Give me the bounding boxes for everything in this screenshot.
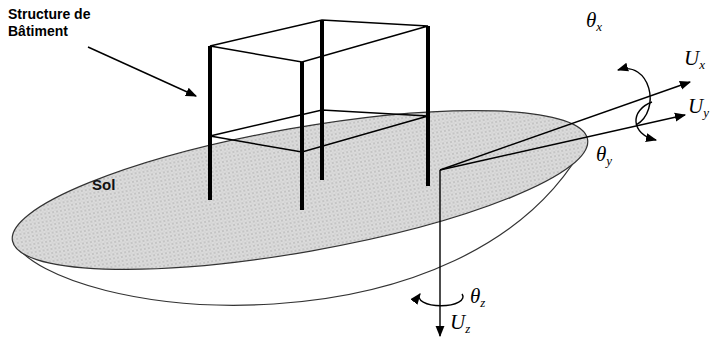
region-label: Sol <box>92 176 115 193</box>
rotation-arc <box>419 294 463 306</box>
floor-slab <box>210 20 428 62</box>
rotation-label: θx <box>586 8 602 32</box>
z-axis <box>439 170 440 336</box>
rotation-label: θz <box>470 284 485 308</box>
axes <box>88 47 690 336</box>
y-axis <box>440 115 685 170</box>
leader-arrow <box>88 47 196 96</box>
callout-label: Structure de Bâtiment <box>8 6 120 40</box>
floor-slab <box>210 110 428 152</box>
rotation-arc <box>618 69 650 125</box>
column <box>426 26 430 186</box>
x-axis <box>440 82 690 170</box>
soil-outline <box>4 92 608 340</box>
column <box>320 20 324 180</box>
rotation-arc <box>636 102 656 140</box>
axis-label: Uz <box>450 310 470 334</box>
column <box>300 62 304 210</box>
column <box>208 46 212 200</box>
building-frame <box>210 20 428 210</box>
axis-label: Uy <box>688 94 709 118</box>
rotation-label: θy <box>596 142 612 166</box>
axis-label: Ux <box>684 46 705 70</box>
soil-region: Sol <box>4 92 608 340</box>
